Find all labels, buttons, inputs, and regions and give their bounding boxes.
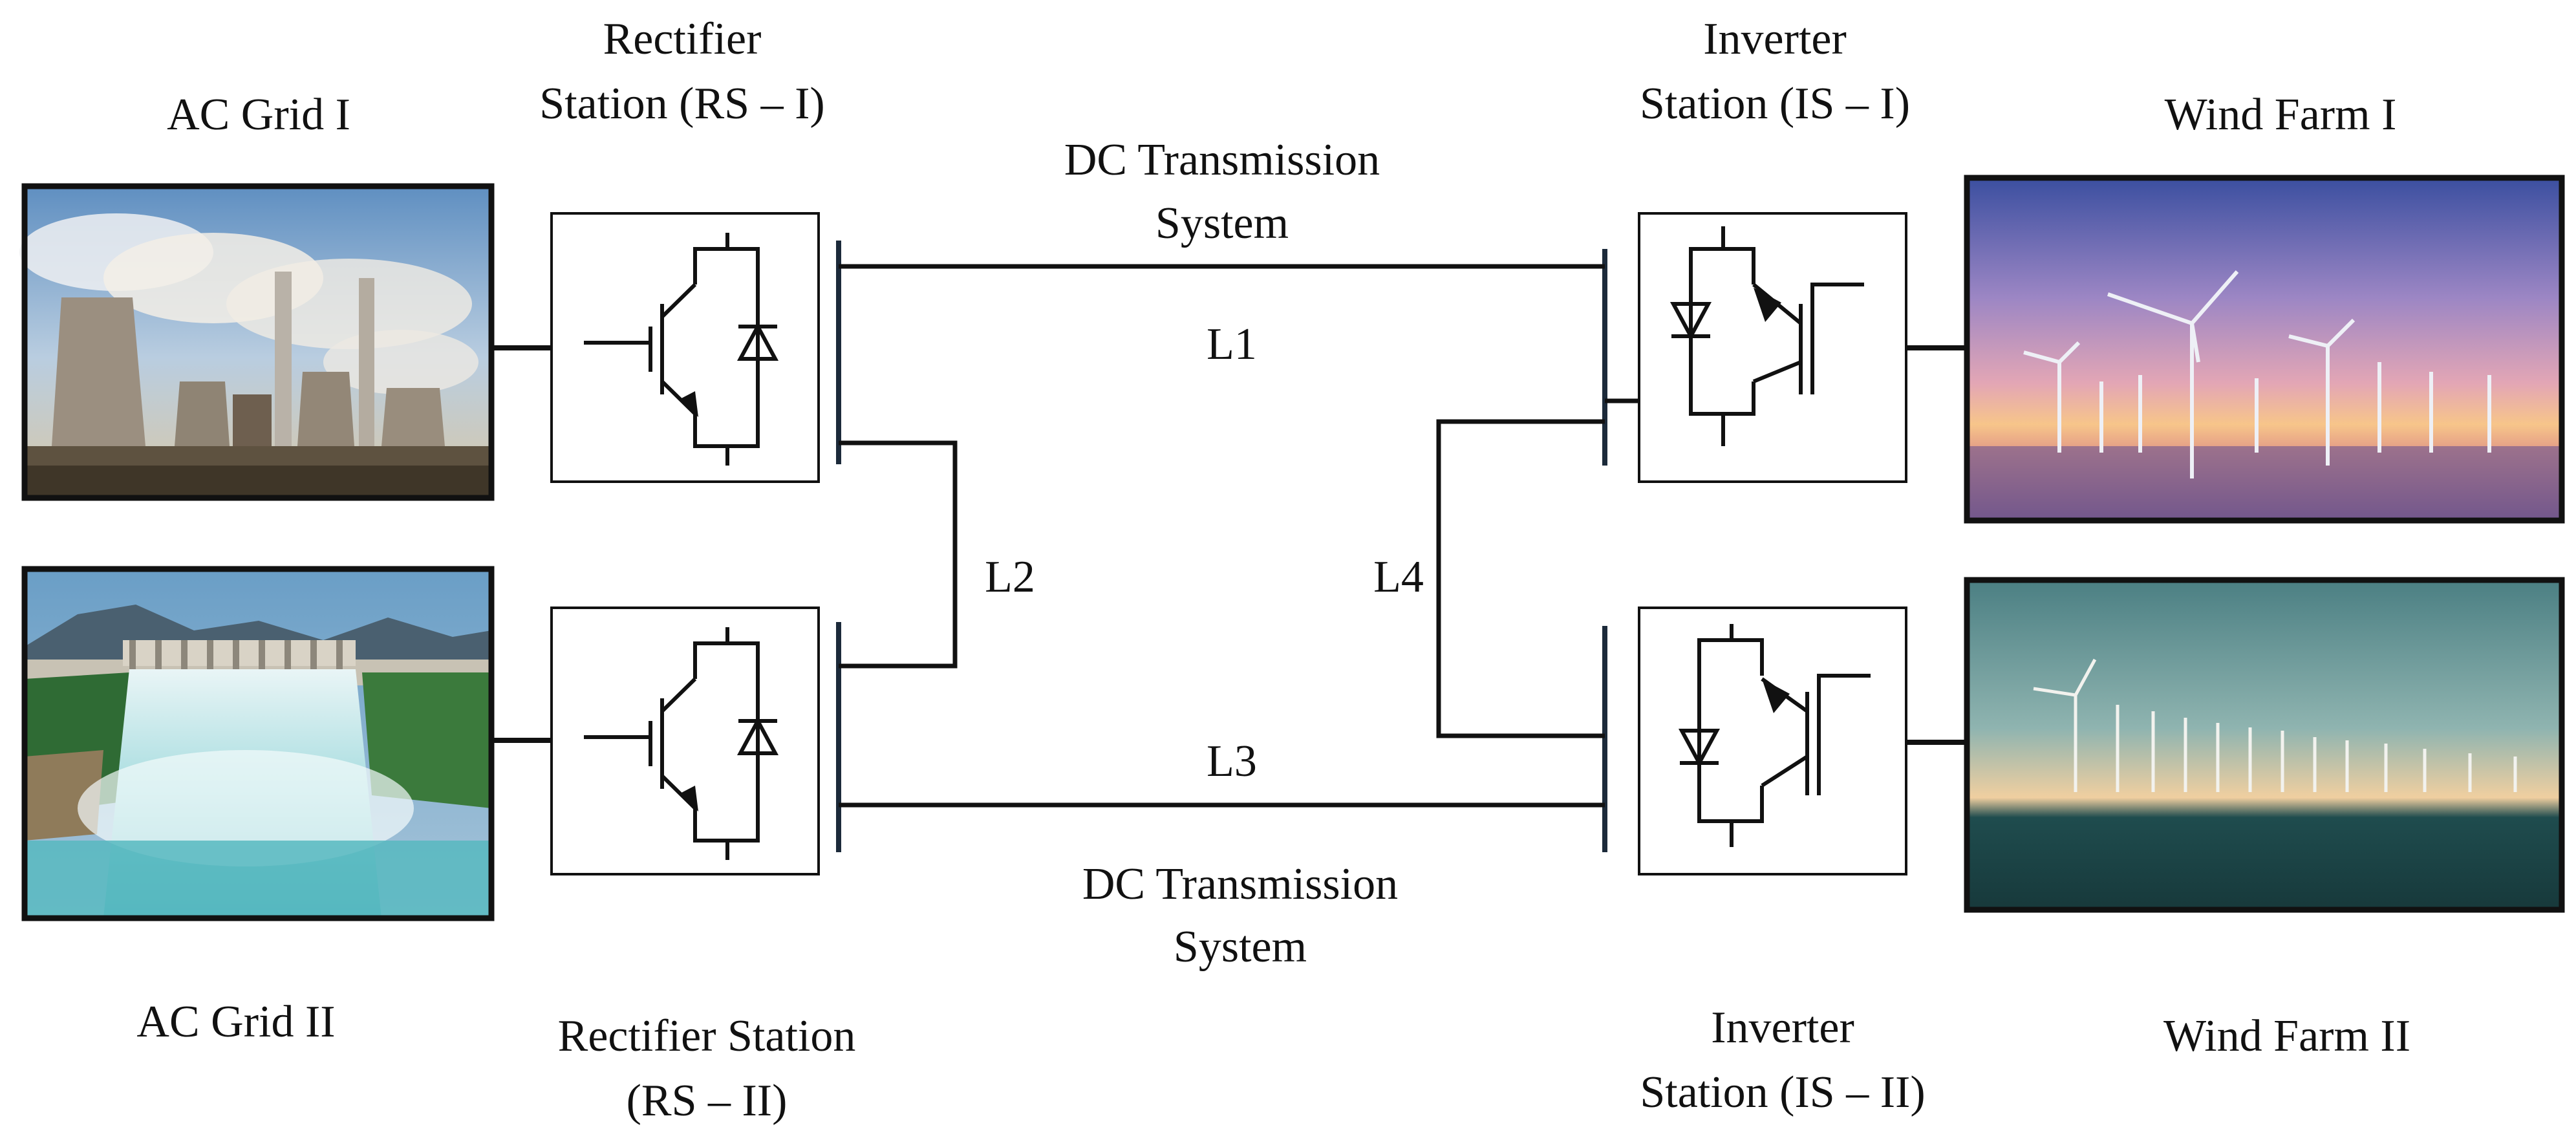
wind-farm-2-label: Wind Farm II <box>2163 1011 2410 1061</box>
rectifier-2-subtitle: (RS – II) <box>627 1076 788 1126</box>
ac-grid-2-label: AC Grid II <box>136 997 335 1047</box>
igbt-diode-icon <box>584 627 779 860</box>
wind-turbines-group-2 <box>2033 658 2517 792</box>
igbt-diode-icon <box>584 233 779 466</box>
dc-line-l2 <box>839 440 958 669</box>
dc-system-bottom-sublabel: System <box>1174 922 1307 972</box>
rectifier-2-title: Rectifier Station <box>558 1011 856 1061</box>
inverter-2-title: Inverter <box>1711 1003 1854 1053</box>
wind-farm-2-photo <box>1967 580 2562 910</box>
igbt-diode-icon <box>1678 624 1871 847</box>
ac-connections <box>491 345 1967 745</box>
rectifier-station-2-box <box>550 607 820 875</box>
ac-grid-1-photo <box>19 186 491 498</box>
dc-system-bottom-label: DC Transmission <box>1082 859 1398 909</box>
inverter-station-2-box <box>1638 607 1907 875</box>
arrow-head-icon <box>1762 679 1790 713</box>
arrow-head-icon <box>679 786 698 811</box>
inverter-station-1-box <box>1638 212 1907 483</box>
igbt-diode-icon <box>1669 226 1864 446</box>
line-l3-label: L3 <box>1207 736 1257 786</box>
dc-line-l4 <box>1436 419 1605 738</box>
inverter-1-subtitle: Station (IS – I) <box>1640 79 1910 129</box>
line-l2-label: L2 <box>985 552 1035 602</box>
wind-turbines-group-1 <box>2023 270 2491 478</box>
dc-system-top-label: DC Transmission <box>1064 135 1380 185</box>
arrow-head-icon <box>1754 288 1781 322</box>
arrow-head-icon <box>679 391 698 417</box>
inverter-2-subtitle: Station (IS – II) <box>1640 1068 1925 1117</box>
line-l4-label: L4 <box>1373 552 1424 602</box>
dc-lines <box>839 264 1639 808</box>
wind-farm-1-label: Wind Farm I <box>2165 90 2397 140</box>
ac-grid-1-frame <box>21 183 495 501</box>
dc-busbars <box>836 241 1607 852</box>
ac-grid-2-frame <box>21 566 495 921</box>
line-l1-label: L1 <box>1207 319 1257 369</box>
inverter-1-title: Inverter <box>1703 14 1847 64</box>
rectifier-station-1-box <box>550 212 820 483</box>
rectifier-1-title: Rectifier <box>603 14 762 64</box>
ac-grid-1-label: AC Grid I <box>167 90 350 140</box>
wind-farm-1-photo <box>1967 178 2562 521</box>
rectifier-1-subtitle: Station (RS – I) <box>539 79 824 129</box>
dc-system-top-sublabel: System <box>1155 199 1289 248</box>
ac-grid-2-photo <box>25 569 491 918</box>
